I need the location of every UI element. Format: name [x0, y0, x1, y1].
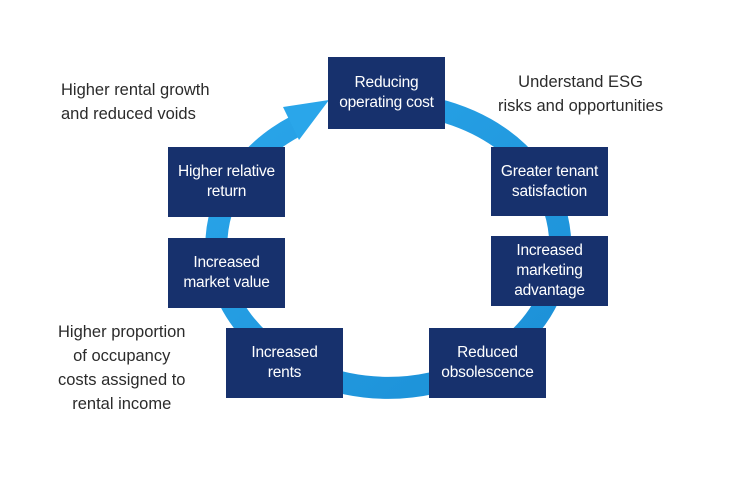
reduced-obsolescence-box: Reduced obsolescence	[429, 328, 546, 398]
increased-rents-box: Increased rents	[226, 328, 343, 398]
occupancy-costs-note: Higher proportion of occupancy costs ass…	[58, 323, 186, 413]
esg-risks-note: Understand ESG risks and opportunities	[498, 73, 664, 115]
reducing-operating-cost-box: Reducing operating cost	[328, 57, 445, 129]
rental-growth-note: Higher rental growth and reduced voids	[61, 81, 210, 123]
cycle-arrowhead-icon	[283, 100, 329, 140]
increased-market-value-box: Increased market value	[168, 238, 285, 308]
increased-marketing-advantage-box: Increased marketing advantage	[491, 236, 608, 306]
greater-tenant-satisfaction-box: Greater tenant satisfaction	[491, 147, 608, 216]
higher-relative-return-box: Higher relative return	[168, 147, 285, 217]
